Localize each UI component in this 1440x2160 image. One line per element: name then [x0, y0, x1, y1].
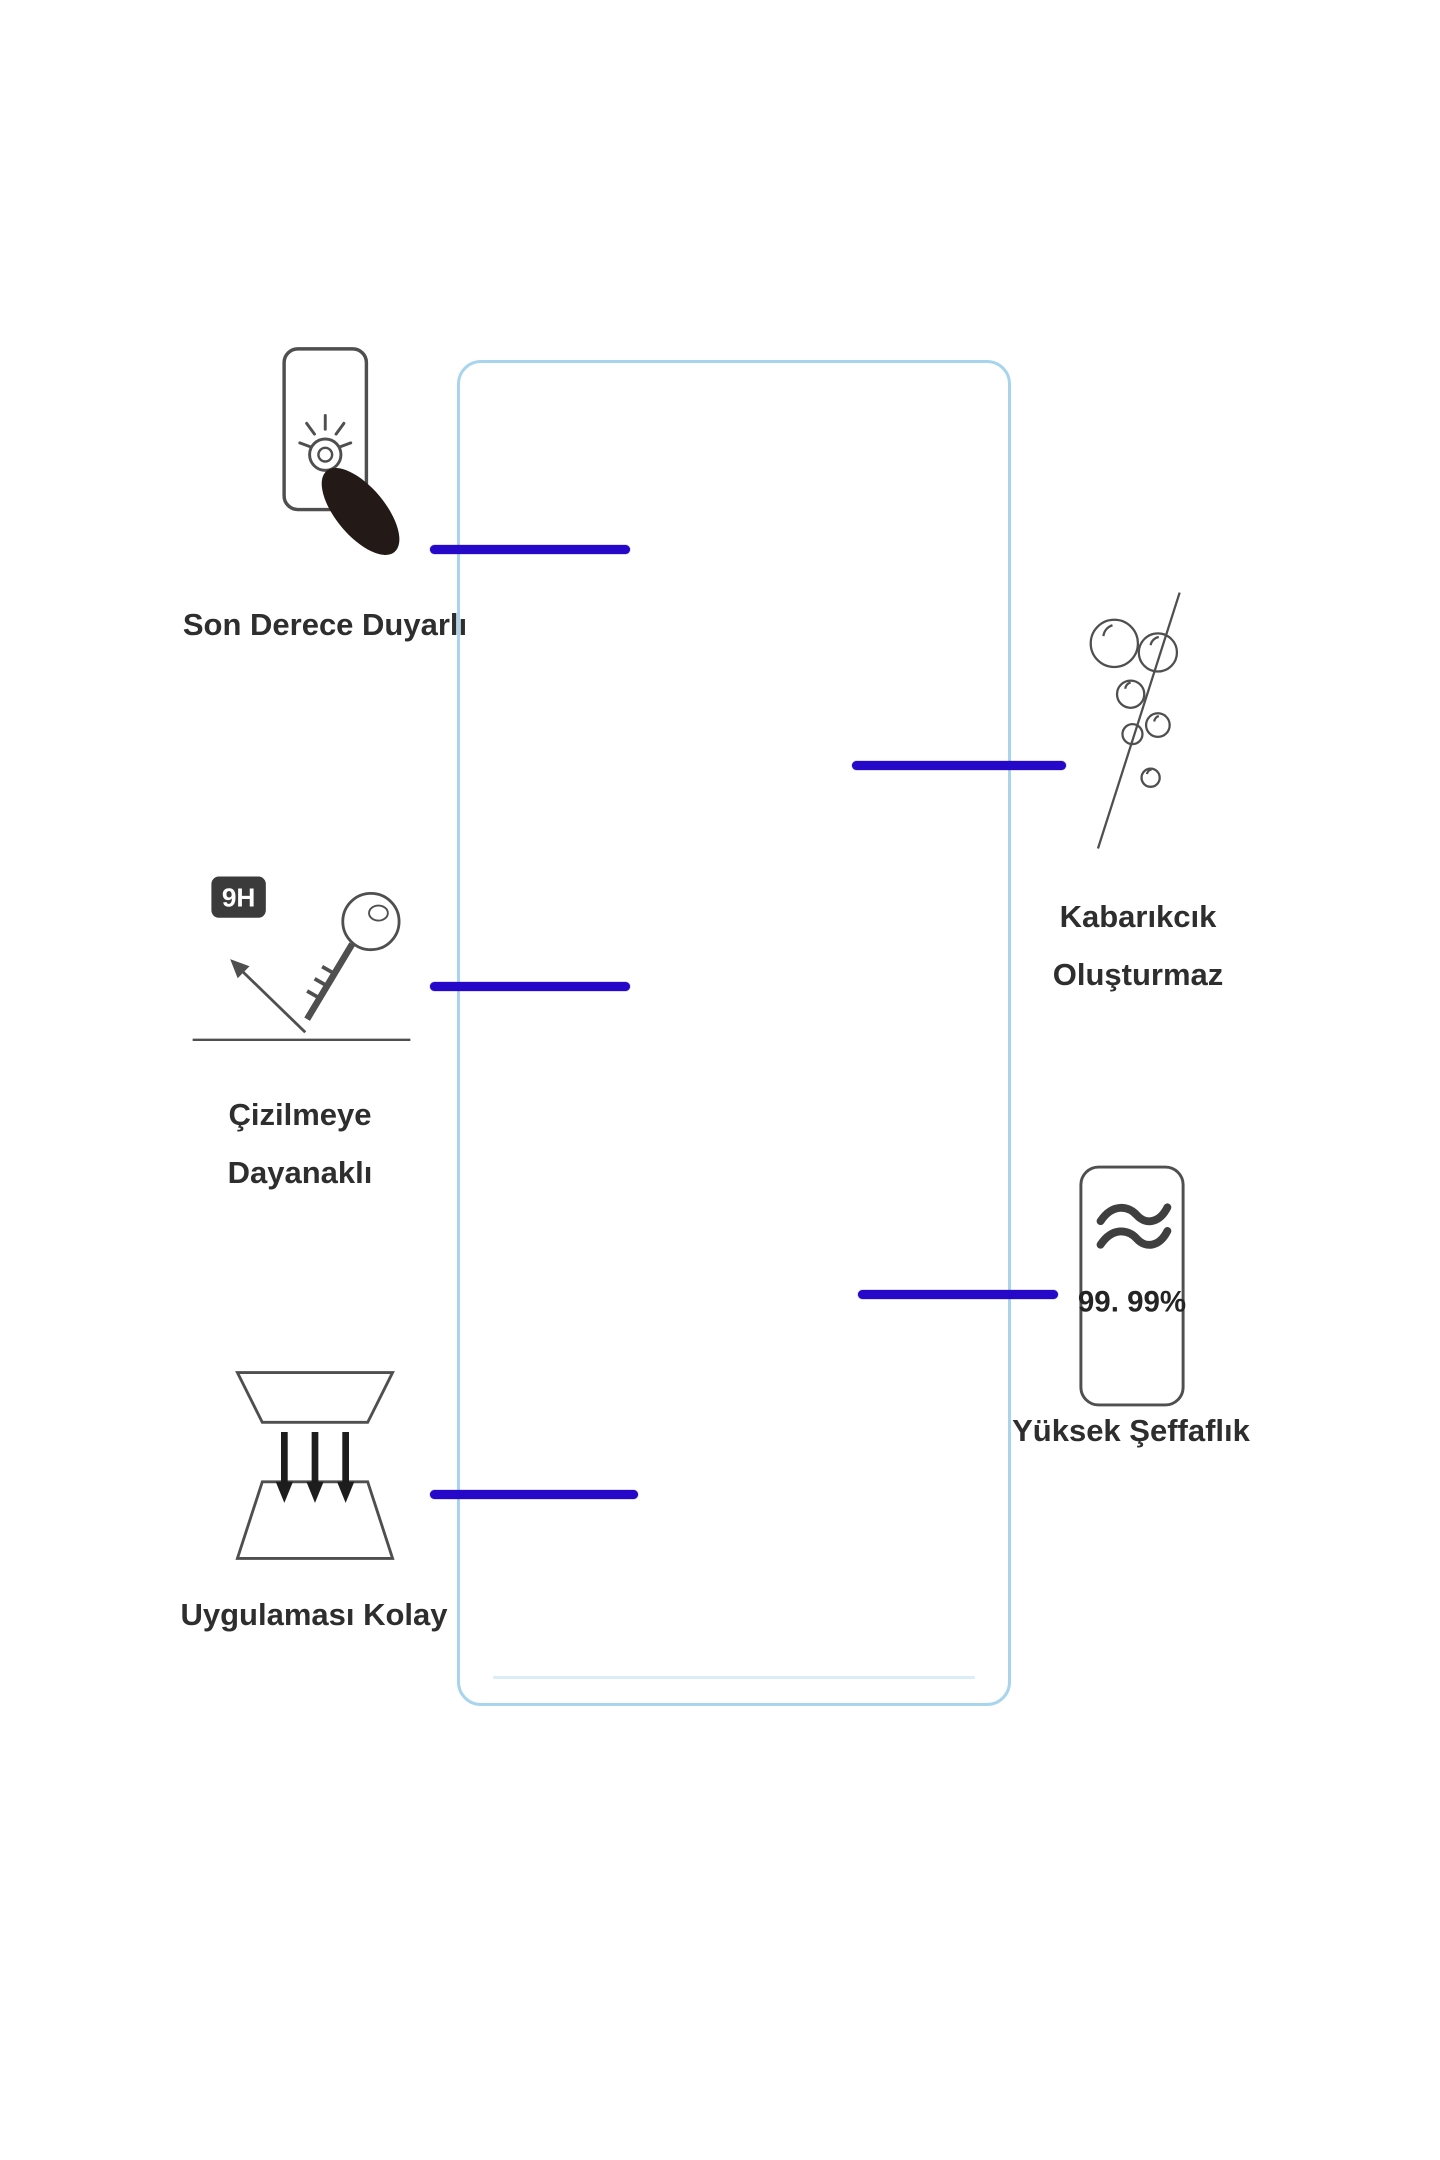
glass-inner-edge — [492, 1676, 976, 1679]
connector-easy-application — [430, 1490, 638, 1499]
no-bubbles-icon-svg — [1089, 592, 1181, 849]
bubbles-group — [1089, 618, 1179, 788]
feature-no-bubbles-label-line2: Oluşturmaz — [1052, 957, 1224, 992]
touch-button-inner — [317, 446, 334, 463]
touch-rays — [298, 414, 353, 449]
feature-scratch-label-line1: Çizilmeye — [228, 1097, 372, 1132]
touch-press-icon-svg — [282, 347, 400, 555]
hardness-key-icon-svg: 9H — [192, 876, 411, 1041]
touch-press-icon — [274, 343, 402, 583]
no-bubbles-icon — [1078, 575, 1196, 867]
hardness-badge-text: 9H — [222, 883, 256, 913]
feature-scratch-label-line2: Dayanaklı — [227, 1155, 373, 1190]
hardness-key-icon: 9H — [187, 866, 431, 1070]
bounce-arrow — [230, 959, 307, 1034]
transparency-value-text: 99. 99% — [1078, 1286, 1186, 1319]
feature-no-bubbles-label: Kabarıkcık Oluşturmaz — [1028, 888, 1248, 1004]
transparency-icon-svg: 99. 99% — [1078, 1165, 1186, 1407]
screen-protector-outline — [457, 360, 1011, 1706]
connector-no-bubbles — [852, 761, 1066, 770]
feature-transparency-label: Yüksek Şeffaflık — [1012, 1413, 1250, 1448]
shine-waves — [1096, 1203, 1172, 1249]
feature-easy-apply-label: Uygulaması Kolay — [180, 1597, 448, 1632]
transparency-panel — [1079, 1165, 1185, 1407]
key-shape — [304, 891, 401, 1021]
needle-line — [1096, 592, 1181, 849]
protector-layer-shape — [235, 1371, 395, 1424]
apply-arrows — [275, 1431, 355, 1503]
easy-apply-icon-svg — [235, 1371, 395, 1560]
feature-scratch-label: Çizilmeye Dayanaklı — [200, 1086, 400, 1202]
hardness-badge — [211, 876, 266, 918]
easy-apply-icon — [224, 1366, 406, 1564]
feature-no-bubbles-label-line1: Kabarıkcık — [1059, 899, 1217, 934]
connector-scratch-resistant — [430, 982, 630, 991]
transparency-icon: 99. 99% — [1075, 1160, 1189, 1412]
finger-shape — [321, 468, 400, 555]
screen-layer-shape — [235, 1480, 395, 1560]
touch-button-outer — [308, 437, 343, 472]
feature-sensitive-label: Son Derece Duyarlı — [182, 607, 468, 642]
connector-sensitive — [430, 545, 630, 554]
connector-high-transparency — [858, 1290, 1058, 1299]
